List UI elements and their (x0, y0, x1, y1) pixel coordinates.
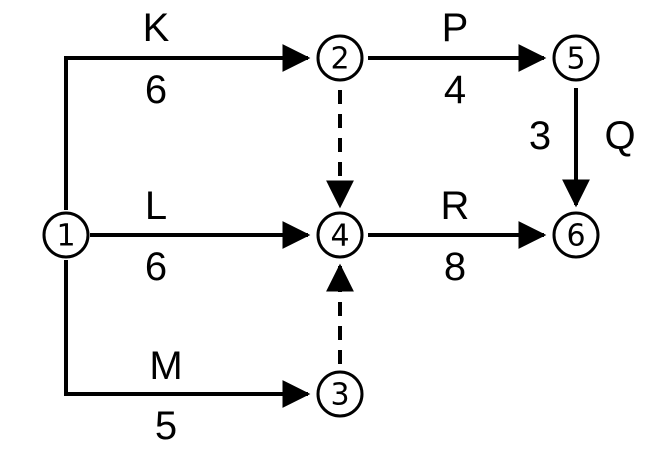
activity-M-duration: 5 (155, 404, 177, 448)
node-3-label: 3 (330, 378, 349, 413)
activity-L-name: L (145, 184, 167, 228)
node-2: 2 (316, 34, 364, 82)
activity-L-duration: 6 (145, 245, 167, 289)
activity-P-name: P (442, 6, 469, 50)
activity-Q-name: Q (604, 114, 635, 158)
activity-P-duration: 4 (444, 68, 466, 112)
node-5-label: 5 (566, 42, 585, 77)
activity-K-duration: 6 (145, 68, 167, 112)
node-6-label: 6 (566, 219, 585, 254)
node-6: 6 (552, 211, 600, 259)
activity-Q-duration: 3 (529, 114, 551, 158)
node-4-label: 4 (330, 219, 349, 254)
edge-K (64, 44, 311, 210)
activity-K-name: K (143, 6, 170, 50)
edge-M (64, 260, 311, 408)
node-1-label: 1 (56, 219, 75, 254)
activity-R-duration: 8 (444, 245, 466, 289)
node-3: 3 (316, 370, 364, 418)
node-5: 5 (552, 34, 600, 82)
activity-M-name: M (149, 344, 182, 388)
node-4: 4 (316, 211, 364, 259)
node-1: 1 (42, 211, 90, 259)
activity-R-name: R (441, 184, 470, 228)
node-2-label: 2 (330, 42, 349, 77)
